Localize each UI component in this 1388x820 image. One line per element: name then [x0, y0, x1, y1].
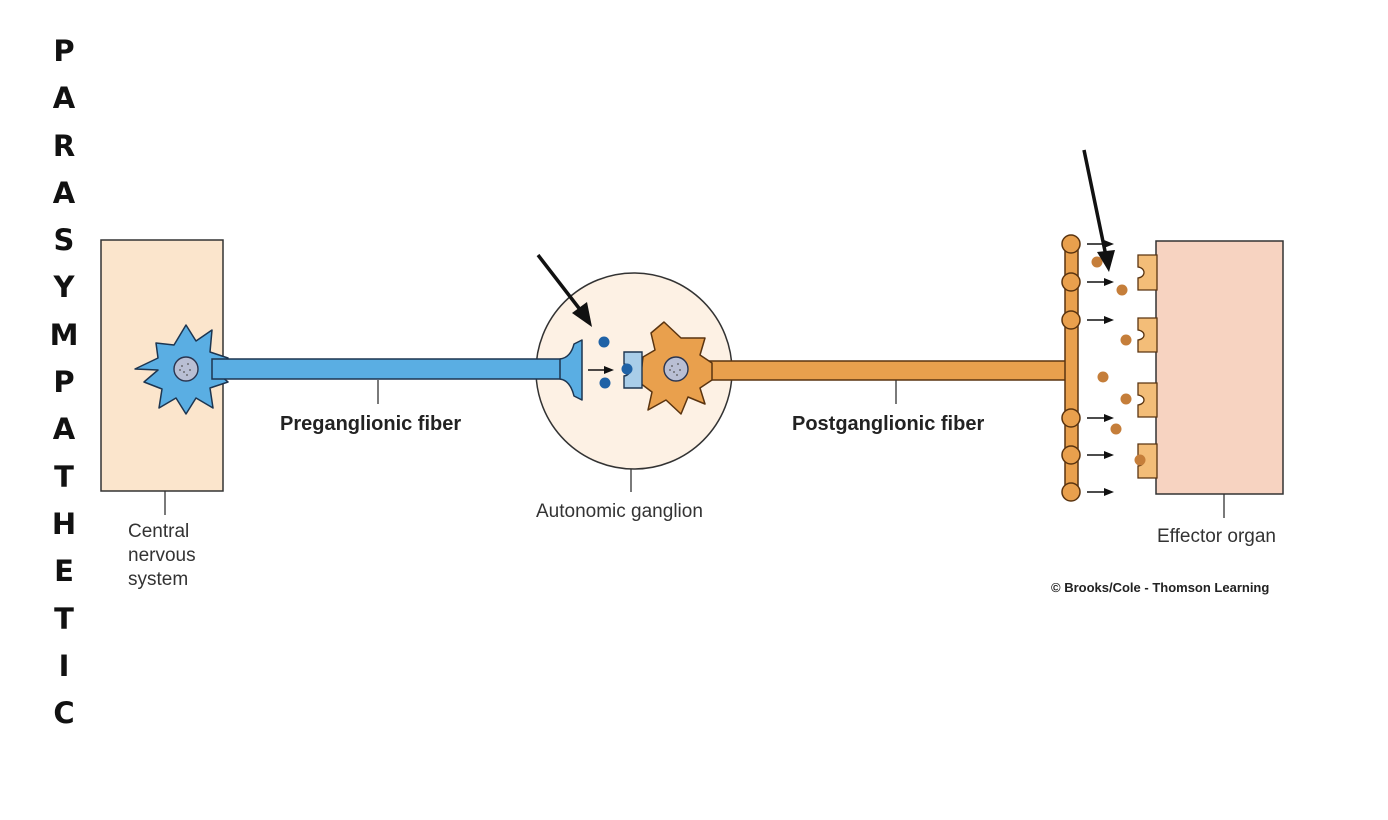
ganglion-release-arrow-icon	[588, 366, 614, 374]
title-letter: T	[54, 459, 74, 494]
label-autonomic-ganglion: Autonomic ganglion	[536, 501, 703, 522]
title-letter: T	[54, 601, 74, 636]
effector-neurotransmitter	[1091, 256, 1146, 466]
effector-release-arrows-icon	[1087, 240, 1114, 496]
title-letter: Y	[53, 270, 75, 305]
title-letter: A	[52, 81, 76, 116]
label-cns-line-1: Central	[128, 521, 190, 542]
title-letter: S	[53, 223, 75, 258]
effector-receptors	[1137, 254, 1158, 479]
preganglionic-fiber	[211, 358, 569, 380]
preganglionic-terminal	[559, 339, 583, 401]
postganglionic-nucleus	[663, 356, 689, 382]
title-letter: M	[49, 317, 79, 352]
label-preganglionic-fiber: Preganglionic fiber	[280, 413, 462, 435]
label-cns-line-3: system	[128, 569, 189, 590]
postganglionic-fiber	[699, 360, 1073, 381]
copyright-notice: © Brooks/Cole - Thomson Learning	[1051, 580, 1270, 595]
label-postganglionic-fiber: Postganglionic fiber	[792, 413, 985, 435]
ganglion-neurotransmitter	[598, 336, 633, 389]
postganglionic-terminal-branch	[1061, 234, 1081, 502]
title-letter: A	[52, 175, 76, 210]
title-letter: P	[53, 365, 75, 400]
preganglionic-nucleus	[173, 356, 199, 382]
title-letter: P	[53, 34, 75, 68]
ganglion-pointer-arrow-icon	[536, 253, 592, 327]
postganglionic-nucleus-dots	[669, 363, 681, 376]
label-central-nervous-system: Central nervous system	[128, 520, 248, 592]
effector-organ	[1155, 240, 1284, 495]
title-letter: H	[51, 506, 77, 541]
label-effector-organ: Effector organ	[1157, 526, 1277, 547]
title-letter: A	[52, 412, 76, 447]
preganglionic-nucleus-dots	[179, 363, 191, 376]
title-letter: I	[58, 648, 70, 683]
effector-pointer-arrow-icon	[1082, 149, 1115, 272]
title-letter: E	[54, 554, 74, 589]
title-letter: R	[52, 128, 76, 163]
title-letter: C	[53, 696, 75, 731]
label-cns-line-2: nervous	[128, 545, 196, 566]
